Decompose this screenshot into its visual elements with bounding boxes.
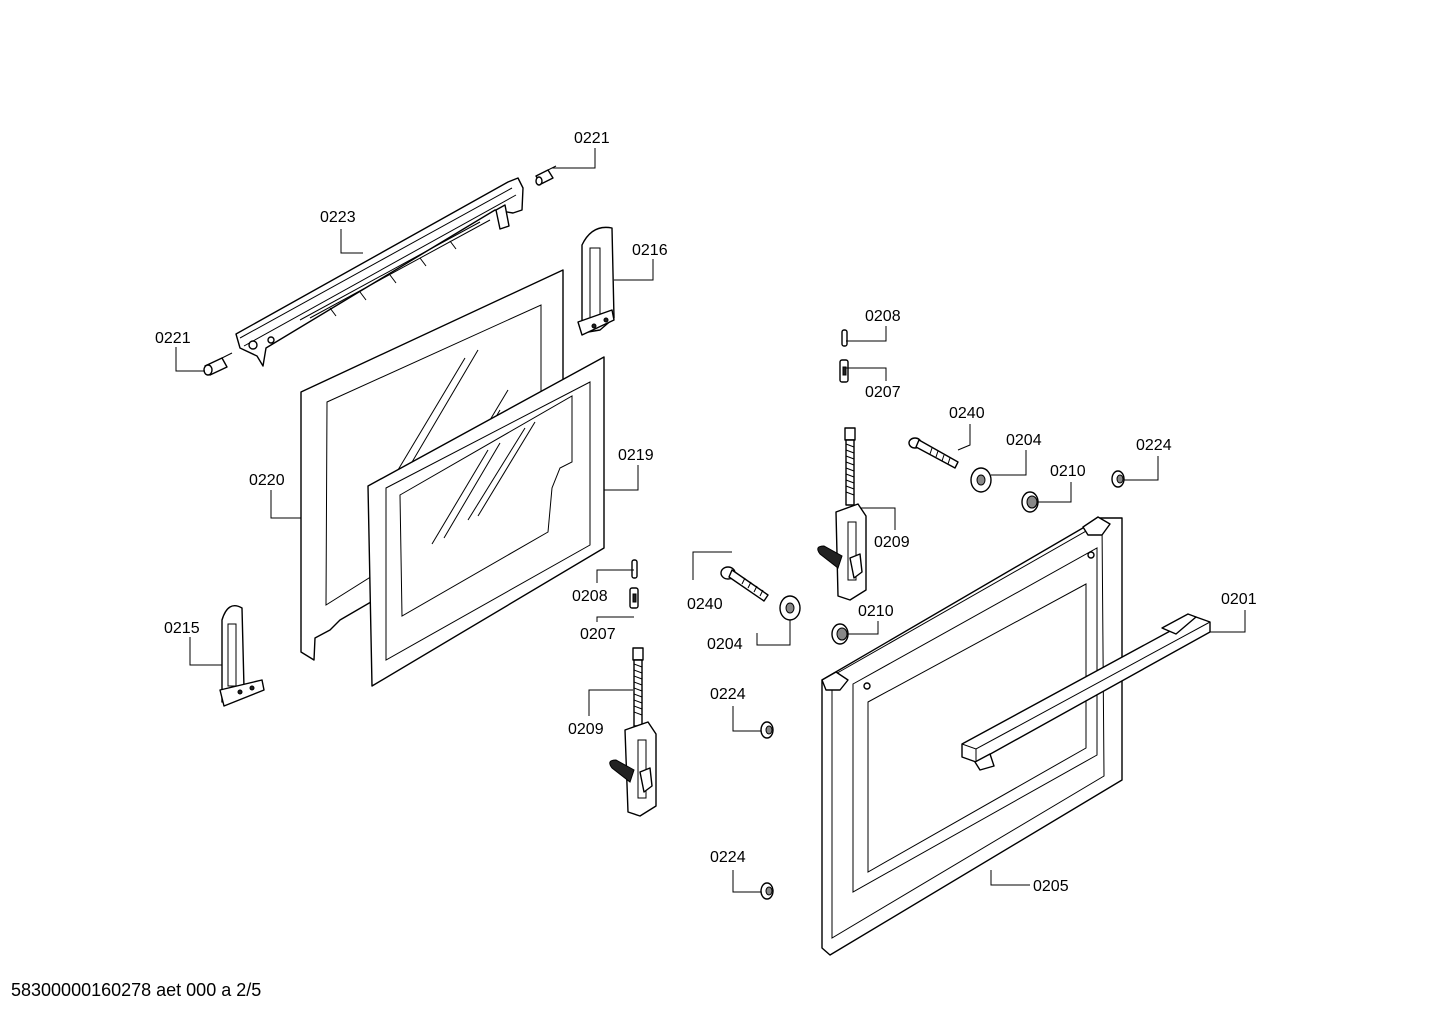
label-0220: 0220: [249, 472, 285, 489]
label-0240-top: 0240: [949, 405, 985, 422]
part-0205-outer-door: [821, 516, 1123, 956]
part-0208-0207-left: [629, 559, 639, 609]
label-0210-mid: 0210: [858, 603, 894, 620]
part-labels: 0221 0223 0216 0221 0220 0219 0215 0208 …: [155, 130, 1257, 895]
part-0223-top-trim: [235, 177, 524, 367]
part-0204-washer-top: [970, 467, 992, 493]
document-id-footer: 58300000160278 aet 000 a 2/5: [11, 980, 262, 1000]
label-0224-right: 0224: [1136, 437, 1172, 454]
label-0215: 0215: [164, 620, 200, 637]
label-0224-mid: 0224: [710, 686, 746, 703]
part-0240-bolt-mid: [720, 566, 769, 602]
label-0209-right: 0209: [874, 534, 910, 551]
part-0204-washer-mid: [779, 595, 801, 621]
label-0204-top: 0204: [1006, 432, 1042, 449]
label-0224-bottom: 0224: [710, 849, 746, 866]
label-0208-right: 0208: [865, 308, 901, 325]
label-0221-left: 0221: [155, 330, 191, 347]
label-0210-top: 0210: [1050, 463, 1086, 480]
part-0215-bracket: [219, 605, 265, 707]
part-0210-spacer-mid: [831, 623, 849, 645]
part-0240-bolt-top: [908, 437, 959, 469]
part-0224-nut-right: [1111, 470, 1125, 488]
part-0224-nut-mid: [760, 721, 774, 739]
label-0205: 0205: [1033, 878, 1069, 895]
part-0221-pin-top: [535, 165, 557, 186]
part-0209-hinge-left: [609, 647, 657, 817]
label-0207-left: 0207: [580, 626, 616, 643]
label-0204-mid: 0204: [707, 636, 743, 653]
part-0210-spacer-top: [1021, 491, 1039, 513]
part-0208-0207-right: [839, 329, 849, 383]
label-0207-right: 0207: [865, 384, 901, 401]
label-0240-mid: 0240: [687, 596, 723, 613]
label-0208-left: 0208: [572, 588, 608, 605]
label-0201: 0201: [1221, 591, 1257, 608]
label-0209-left: 0209: [568, 721, 604, 738]
label-0219: 0219: [618, 447, 654, 464]
leader-lines: [175, 148, 1246, 893]
part-0201-handle: [961, 613, 1211, 771]
part-0221-pin-left: [203, 352, 233, 376]
label-0223: 0223: [320, 209, 356, 226]
part-0224-nut-bottom: [760, 882, 774, 900]
part-0219-front-glass: [367, 356, 605, 687]
label-0221-top: 0221: [574, 130, 610, 147]
part-0209-hinge-right: [817, 427, 867, 601]
part-0216-bracket: [577, 226, 615, 336]
label-0216: 0216: [632, 242, 668, 259]
